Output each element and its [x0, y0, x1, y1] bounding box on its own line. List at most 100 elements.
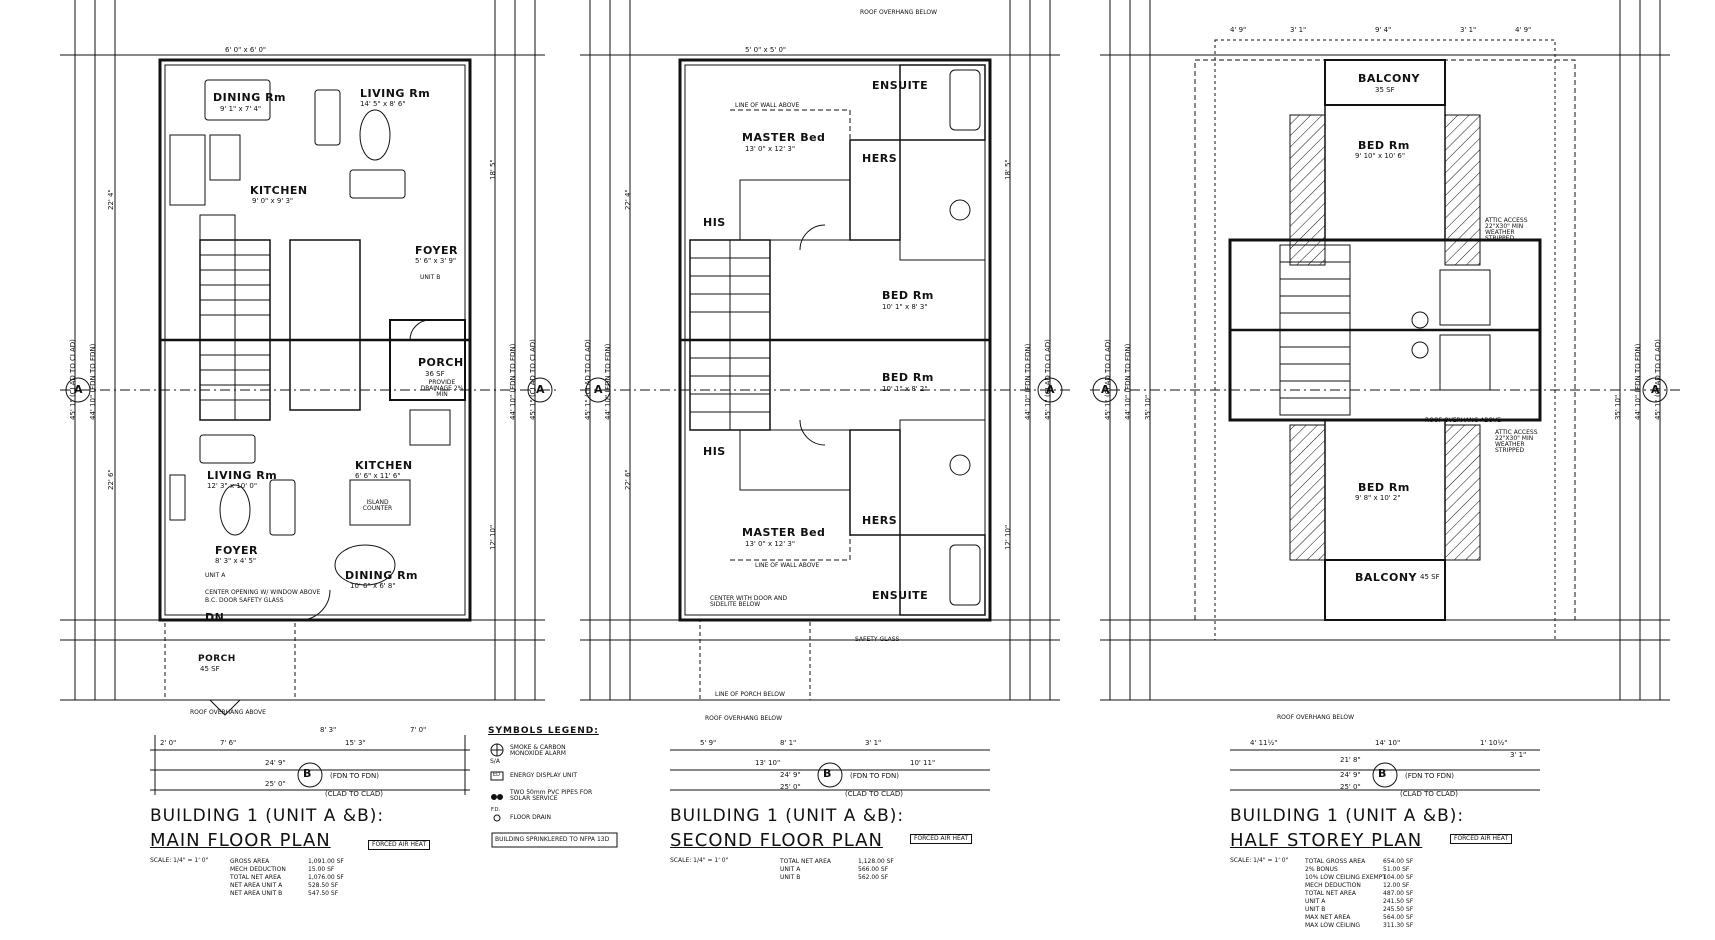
area-value: 487.00 SF — [1383, 890, 1414, 897]
attic-access-note: ATTIC ACCESS 22"X30" MIN WEATHER STRIPPE… — [1485, 217, 1528, 242]
bottom-total-fdn-3: 24' 9" — [1340, 771, 1361, 779]
bottom-clad-note: (CLAD TO CLAD) — [325, 790, 383, 798]
porch-line-note: LINE OF PORCH BELOW — [715, 691, 785, 698]
bottom-dim-3: 8' 3" — [320, 726, 337, 734]
section-marker-a-2l: A — [594, 383, 603, 396]
room-dim-porch-b: 45 SF — [200, 665, 220, 673]
bottom-dim-2: 7' 6" — [220, 739, 237, 747]
top-dim-1: 4' 9" — [1230, 26, 1247, 34]
left-dim-upper-2: 22' 4" — [624, 189, 632, 210]
area-row: UNIT A 566.00 SF — [780, 866, 888, 873]
right-dim-clad-3: 45' 1" (CLAD TO CLAD) — [1654, 339, 1662, 420]
right-dim-lower: 12' 10" — [489, 524, 497, 550]
bottom-total-fdn: 24' 9" — [265, 759, 286, 767]
room-label-foyer: FOYER — [415, 244, 458, 257]
legend-text-solar: TWO 50mm PVC PIPES FOR SOLAR SERVICE — [510, 789, 593, 802]
left-dim-fdn-3: 44' 10" (FDN TO FDN) — [1124, 343, 1132, 420]
main-floor-plan-linework — [60, 0, 560, 795]
closet-label-his-b: HIS — [703, 445, 726, 458]
bottom-total-clad: 25' 0" — [265, 780, 286, 788]
plan-subtitle: MAIN FLOOR PLAN — [150, 830, 331, 851]
right-dim-inner-3: 35' 10" — [1614, 394, 1622, 420]
area-value: 566.00 SF — [858, 866, 889, 873]
room-label-porch: PORCH — [418, 356, 464, 369]
second-floor-plan-linework — [580, 0, 1070, 791]
heat-badge-3: FORCED AIR HEAT — [1450, 834, 1513, 844]
area-value: 528.50 SF — [308, 882, 339, 889]
left-dim-lower: 22' 6" — [107, 469, 115, 490]
room-dim-porch: 36 SF — [425, 370, 445, 378]
center-opening-note: CENTER OPENING W/ WINDOW ABOVE — [205, 589, 321, 596]
room-dim-foyer: 5' 6" x 3' 9" — [415, 257, 457, 265]
room-dim-balcony: 35 SF — [1375, 86, 1395, 94]
left-dim-fdn-2: 44' 10" (FDN TO FDN) — [604, 343, 612, 420]
roof-overhang-note: ROOF OVERHANG ABOVE — [190, 709, 266, 716]
legend-text-sa: SMOKE & CARBON MONOXIDE ALARM — [510, 744, 566, 757]
bottom-fdn-note: (FDN TO FDN) — [330, 772, 380, 780]
room-label-balcony: BALCONY — [1358, 72, 1421, 85]
area-label: MAX NET AREA — [1305, 914, 1351, 921]
room-label-bed-half: BED Rm — [1358, 139, 1410, 152]
island-counter-label: ISLAND COUNTER — [362, 499, 393, 512]
room-dim-foyer-b: 8' 3" x 4' 5" — [215, 557, 257, 565]
area-label: TOTAL NET AREA — [230, 874, 281, 881]
bottom-dim-2-1: 5' 9" — [700, 739, 717, 747]
area-value: 1,076.00 SF — [308, 874, 344, 881]
legend-symbol-sa: S/A — [490, 758, 500, 765]
room-label-living: LIVING Rm — [360, 87, 431, 100]
closet-label-hers: HERS — [862, 152, 898, 165]
roof-overhang-above: ROOF OVERHANG ABOVE — [1425, 417, 1501, 424]
right-dim-clad: 45' 1" (CLAD TO CLAD) — [529, 339, 537, 420]
section-marker-a-3l: A — [1101, 383, 1110, 396]
bottom-dim-4: 15' 3" — [345, 739, 366, 747]
bc-door-note: B.C. DOOR SAFETY GLASS — [205, 597, 284, 604]
room-dim-dining: 9' 1" x 7' 4" — [220, 105, 262, 113]
area-label: UNIT B — [1305, 906, 1326, 913]
plan-title: BUILDING 1 (UNIT A &B): — [150, 806, 385, 826]
closet-label-his: HIS — [703, 216, 726, 229]
legend-symbol-fd: F.D. — [491, 807, 501, 813]
bottom-total-clad-3: 25' 0" — [1340, 783, 1361, 791]
room-label-kitchen-b: KITCHEN — [355, 459, 413, 472]
area-label: TOTAL NET AREA — [780, 858, 831, 865]
heat-badge-2: FORCED AIR HEAT — [910, 834, 973, 844]
plan-scale-3: SCALE: 1/4" = 1' 0" — [1230, 857, 1289, 864]
roof-overhang-bottom: ROOF OVERHANG BELOW — [705, 715, 783, 722]
plan-scale: SCALE: 1/4" = 1' 0" — [150, 857, 209, 864]
bottom-total-fdn-2: 24' 9" — [780, 771, 801, 779]
room-label-bed: BED Rm — [882, 289, 934, 302]
area-label: TOTAL GROSS AREA — [1305, 858, 1366, 865]
area-label: UNIT A — [780, 866, 801, 873]
plan-subtitle-3: HALF STOREY PLAN — [1230, 830, 1423, 851]
top-dim-5: 4' 9" — [1515, 26, 1532, 34]
room-dim-master: 13' 0" x 12' 3" — [745, 145, 796, 153]
legend-symbol-ed: ED — [493, 772, 501, 778]
area-value: 564.00 SF — [1383, 914, 1414, 921]
unit-a-label: UNIT A — [205, 572, 226, 579]
room-label-master-b: MASTER Bed — [742, 526, 826, 539]
area-label: 2% BONUS — [1305, 866, 1338, 873]
area-row: TOTAL NET AREA 1,076.00 SF — [230, 874, 344, 881]
bottom-fdn-note-3: (FDN TO FDN) — [1405, 772, 1455, 780]
bottom-clad-note-3: (CLAD TO CLAD) — [1400, 790, 1458, 798]
room-dim-master-b: 13' 0" x 12' 3" — [745, 540, 796, 548]
area-value: 1,091.00 SF — [308, 858, 344, 865]
bottom-dim-3-4: 3' 1" — [1510, 751, 1527, 759]
right-dim-fdn: 44' 10" (FDN TO FDN) — [509, 343, 517, 420]
section-marker-a-2r: A — [1046, 383, 1055, 396]
right-dim-clad-2: 45' 1" (CLAD TO CLAD) — [1044, 339, 1052, 420]
closet-label-hers-b: HERS — [862, 514, 898, 527]
top-window-dim: 6' 0" x 6' 0" — [225, 46, 267, 54]
right-dim-fdn-2: 44' 10" (FDN TO FDN) — [1024, 343, 1032, 420]
plan-subtitle-2: SECOND FLOOR PLAN — [670, 830, 883, 851]
legend-title: SYMBOLS LEGEND: — [488, 726, 599, 736]
left-dim-clad-3: 45' 1" (CLAD TO CLAD) — [1104, 339, 1112, 420]
